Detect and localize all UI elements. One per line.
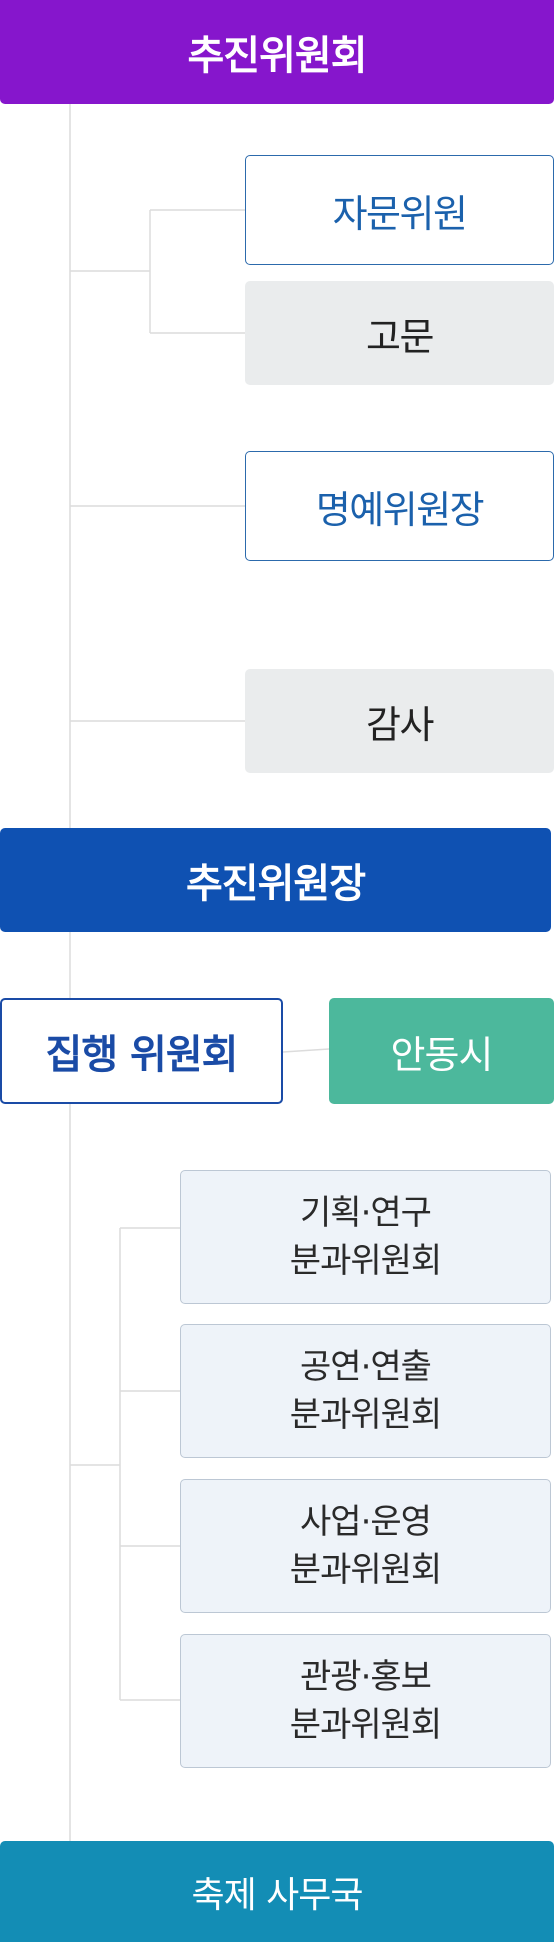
subcommittee-line1: 공연·연출	[300, 1347, 432, 1387]
subcommittee-line1: 관광·홍보	[300, 1657, 432, 1697]
subcommittee-line1: 기획·연구	[300, 1193, 432, 1233]
andong-city-label: 안동시	[390, 1032, 494, 1077]
executive-committee-box: 집행 위원회	[0, 998, 283, 1104]
subcommittee-planning-box: 기획·연구 분과위원회	[180, 1170, 551, 1304]
subcommittee-operations-box: 사업·운영 분과위원회	[180, 1479, 551, 1613]
subcommittee-line2: 분과위원회	[289, 1395, 442, 1435]
festival-office-label: 축제 사무국	[191, 1874, 363, 1916]
subcommittee-line2: 분과위원회	[289, 1550, 442, 1590]
auditor-box: 감사	[245, 669, 554, 773]
consultant-label: 고문	[366, 314, 434, 359]
honorary-chair-label: 명예위원장	[315, 487, 485, 532]
promotion-chair-label: 추진위원장	[186, 861, 366, 907]
executive-committee-label: 집행 위원회	[45, 1032, 239, 1078]
andong-city-box: 안동시	[329, 998, 554, 1104]
subcommittee-line2: 분과위원회	[289, 1705, 442, 1745]
link-city	[282, 1048, 330, 1053]
subcommittee-line2: 분과위원회	[289, 1241, 442, 1281]
honorary-chair-box: 명예위원장	[245, 451, 554, 561]
promotion-committee-box: 추진위원회	[0, 0, 554, 104]
advisory-member-label: 자문위원	[332, 191, 468, 236]
subcommittee-tourism-box: 관광·홍보 분과위원회	[180, 1634, 551, 1768]
subcommittee-performance-box: 공연·연출 분과위원회	[180, 1324, 551, 1458]
consultant-box: 고문	[245, 281, 554, 385]
subcommittee-line1: 사업·운영	[300, 1502, 432, 1542]
auditor-label: 감사	[366, 702, 434, 747]
promotion-committee-label: 추진위원회	[187, 33, 368, 79]
promotion-chair-box: 추진위원장	[0, 828, 551, 932]
advisory-member-box: 자문위원	[245, 155, 554, 265]
festival-office-box: 축제 사무국	[0, 1841, 554, 1942]
